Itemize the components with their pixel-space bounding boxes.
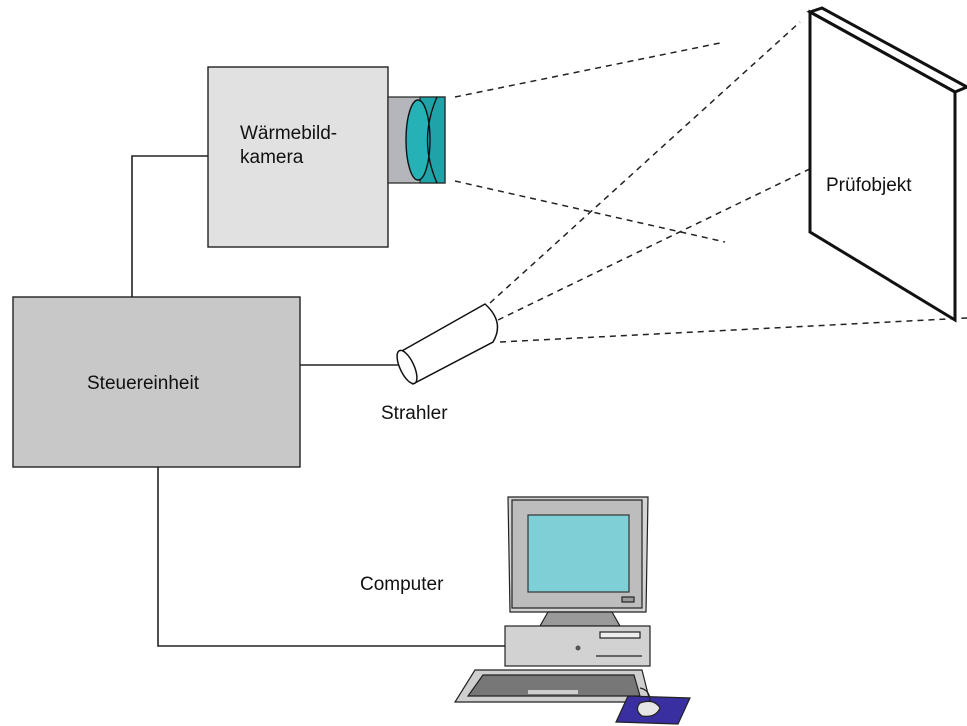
control-unit: Steuereinheit bbox=[12, 296, 301, 468]
camera-lens-curve bbox=[426, 96, 438, 184]
camera-control-connection bbox=[131, 155, 208, 297]
mouse-cable bbox=[639, 687, 651, 702]
computer-control-connection bbox=[157, 467, 505, 647]
control-unit-label: Steuereinheit bbox=[87, 373, 200, 394]
control-unit-box bbox=[12, 296, 301, 468]
computer-label: Computer bbox=[360, 574, 444, 595]
emitter-beam-1 bbox=[489, 21, 801, 304]
monitor-stand bbox=[538, 611, 622, 627]
emitter-cylinder-body bbox=[399, 303, 499, 386]
camera-label-line2: kamera bbox=[240, 147, 304, 168]
camera-lens-element bbox=[405, 99, 431, 181]
test-object-face bbox=[808, 9, 957, 323]
test-object: Prüfobjekt bbox=[806, 6, 967, 323]
test-object-label: Prüfobjekt bbox=[826, 175, 912, 196]
mouse bbox=[636, 700, 661, 717]
emitter-cylinder-back bbox=[396, 349, 418, 385]
system-unit-led bbox=[575, 645, 581, 651]
monitor-screen bbox=[527, 514, 630, 593]
camera-label-line1: Wärmebild- bbox=[240, 123, 337, 144]
camera-view-top bbox=[454, 42, 721, 98]
emitter: Strahler bbox=[381, 303, 499, 424]
keyboard-spacebar bbox=[528, 690, 578, 694]
emitter-label: Strahler bbox=[381, 403, 448, 424]
system-unit-drive bbox=[599, 631, 641, 639]
connection-lines bbox=[131, 155, 505, 647]
camera-view-bottom bbox=[454, 180, 726, 243]
emitter-beam-3 bbox=[499, 317, 967, 343]
thermal-camera: Wärmebild- kamera bbox=[207, 66, 446, 248]
monitor-power-button bbox=[621, 596, 635, 603]
computer: Computer bbox=[360, 496, 691, 725]
camera-body bbox=[207, 66, 389, 248]
